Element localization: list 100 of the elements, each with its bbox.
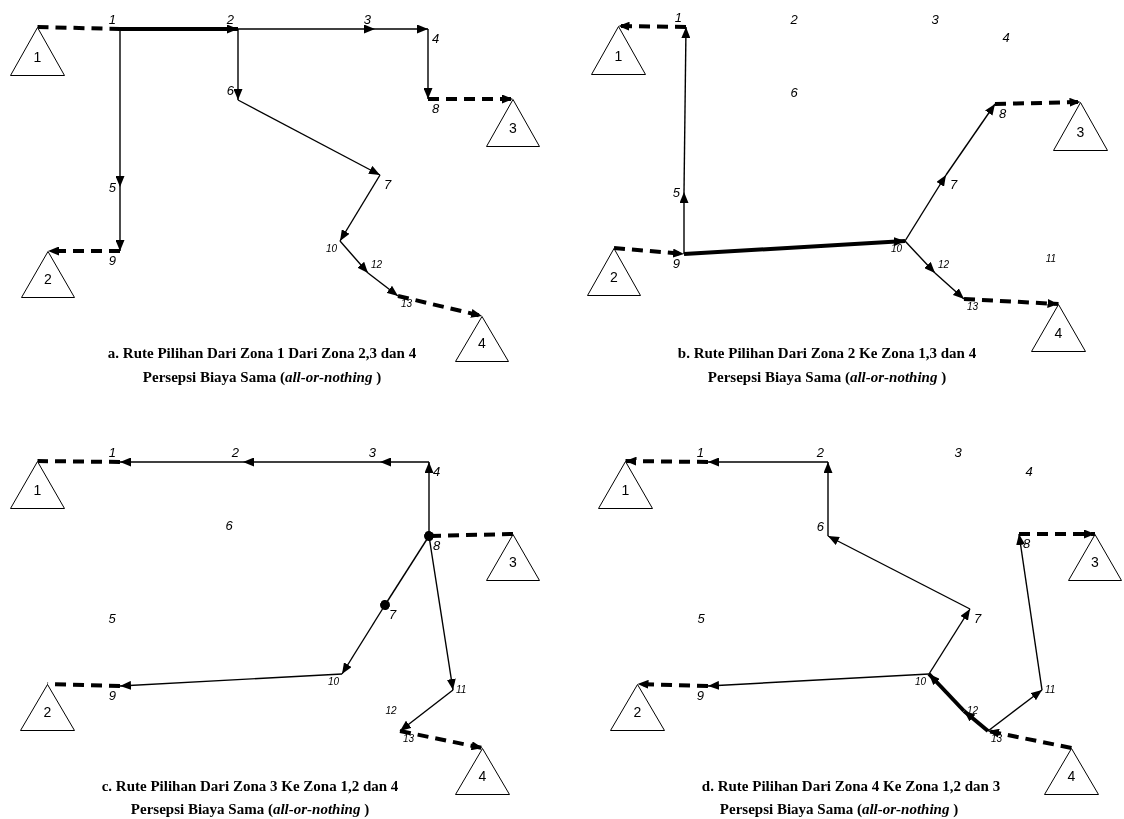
node-number: 13 [964, 299, 982, 315]
zone-triangle: 2 [610, 684, 665, 731]
figure-caption: Persepsi Biaya Sama (all-or-nothing ) [719, 800, 959, 818]
arrow [994, 97, 1081, 107]
arrow [962, 709, 990, 733]
arrow [987, 728, 1072, 750]
arrow [683, 237, 906, 256]
zone-triangle: 4 [455, 316, 509, 362]
node-number: 3 [931, 12, 939, 26]
zone-triangle: 3 [486, 534, 540, 581]
zone-triangle: 4 [1031, 304, 1086, 352]
arrow [120, 24, 238, 34]
node-number: 12 [385, 706, 397, 716]
node-number: 11 [453, 682, 470, 698]
node-number: 10 [911, 674, 929, 690]
node-number: 4 [428, 29, 444, 48]
node-number: 10 [322, 241, 340, 257]
node-number: 5 [104, 177, 120, 197]
arrow [963, 297, 1059, 308]
connector-line [37, 459, 121, 464]
node-number: 8 [1019, 534, 1035, 553]
figure-caption: Persepsi Biaya Sama (all-or-nothing ) [142, 368, 382, 386]
node-number: 1 [670, 8, 686, 27]
zone-triangle: 2 [21, 251, 75, 298]
arrow [827, 535, 971, 610]
arrow [399, 689, 454, 732]
arrow [399, 729, 483, 751]
node-number: 2 [227, 443, 243, 462]
arrow [374, 24, 429, 34]
arrow [904, 174, 947, 242]
zone-triangle: 3 [1053, 102, 1108, 151]
node-number: 7 [385, 605, 401, 624]
arrow [339, 240, 369, 274]
figure-caption: a. Rute Pilihan Dari Zona 1 Dari Zona 2,3 dan 4 [107, 344, 417, 362]
arrow [613, 246, 685, 258]
node-number: 4 [1002, 30, 1010, 44]
arrow [681, 26, 691, 193]
arrow [242, 457, 381, 467]
node-number: 7 [970, 609, 986, 628]
arrow [618, 21, 687, 31]
node-number: 2 [790, 12, 798, 26]
arrow [115, 186, 125, 252]
arrow [119, 457, 244, 467]
arrow [707, 673, 930, 690]
figure-caption: c. Rute Pilihan Dari Zona 3 Ke Zona 1,2 dan 4 [101, 777, 399, 795]
arrow [945, 103, 996, 176]
node-number: 6 [812, 517, 828, 536]
figure-caption: Persepsi Biaya Sama (all-or-nothing ) [707, 368, 947, 386]
node-number: 10 [324, 674, 342, 690]
figure-caption: d. Rute Pilihan Dari Zona 4 Ke Zona 1,2 dan 3 [701, 777, 1001, 795]
node-number: 6 [790, 85, 798, 99]
arrow [237, 24, 376, 34]
arrow [679, 191, 689, 255]
figure-caption: Persepsi Biaya Sama (all-or-nothing ) [130, 800, 370, 818]
node-number: 4 [1025, 464, 1033, 478]
node-number: 1 [104, 443, 120, 462]
node-number: 3 [954, 445, 962, 459]
node-number: 13 [400, 731, 418, 747]
node-number: 5 [697, 611, 705, 625]
node-number: 9 [692, 686, 708, 705]
figure-caption: b. Rute Pilihan Dari Zona 2 Ke Zona 1,3 dan 4 [677, 344, 977, 362]
arrow [927, 672, 966, 713]
node-number: 2 [812, 443, 828, 462]
arrow [707, 457, 829, 467]
node-number: 4 [429, 462, 445, 481]
node-number: 8 [429, 536, 445, 555]
node-number: 2 [222, 10, 238, 29]
node-number: 8 [428, 99, 444, 118]
node-number: 8 [995, 104, 1011, 123]
node-number: 13 [398, 296, 416, 312]
arrow [397, 294, 483, 318]
arrow [928, 608, 971, 675]
node-number: 5 [108, 611, 116, 625]
arrow [625, 456, 709, 466]
arrow [823, 461, 833, 537]
arrow [934, 272, 965, 300]
zone-triangle: 1 [598, 461, 653, 509]
node-number: 7 [946, 175, 962, 194]
zone-triangle: 2 [20, 684, 75, 731]
arrow [233, 28, 243, 101]
zone-triangle: 4 [455, 748, 510, 795]
node-number: 12 [935, 257, 953, 273]
node-number: 1 [104, 10, 120, 29]
arrow [48, 246, 120, 256]
node-number: 10 [887, 241, 905, 257]
node-number: 9 [104, 686, 120, 705]
node-number: 7 [380, 175, 396, 194]
node-number: 3 [364, 443, 380, 462]
node-number: 6 [225, 518, 233, 532]
node-number: 9 [668, 254, 684, 273]
node-number: 6 [222, 81, 238, 100]
node-number: 11 [1042, 682, 1059, 698]
arrow [1016, 533, 1043, 691]
connector-line [37, 25, 121, 31]
zone-triangle: 3 [486, 99, 540, 147]
zone-triangle: 1 [591, 26, 646, 75]
node-number: 9 [104, 251, 120, 270]
arrow [339, 174, 381, 242]
node-number: 3 [359, 10, 375, 29]
zone-triangle: 1 [10, 461, 65, 509]
